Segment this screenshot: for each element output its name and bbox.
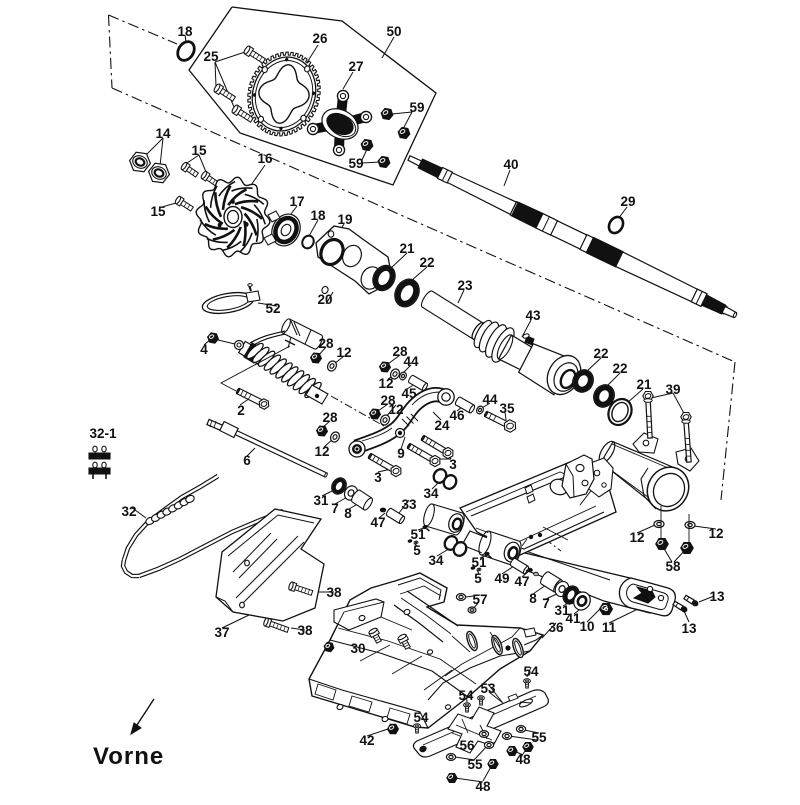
svg-text:54: 54 [413,710,429,725]
svg-text:25: 25 [203,49,219,64]
svg-text:6: 6 [243,453,251,468]
svg-text:9: 9 [397,446,405,461]
svg-text:39: 39 [665,382,680,397]
svg-text:50: 50 [386,24,401,39]
svg-text:32: 32 [121,504,136,519]
svg-text:22: 22 [419,255,434,270]
svg-text:44: 44 [403,354,419,369]
svg-text:48: 48 [475,779,491,794]
svg-text:Vorne: Vorne [93,743,164,770]
svg-text:54: 54 [458,688,474,703]
svg-text:45: 45 [401,386,417,401]
svg-text:48: 48 [515,752,531,767]
svg-text:5: 5 [413,543,421,558]
svg-text:40: 40 [503,157,518,172]
svg-text:59: 59 [409,100,424,115]
svg-text:22: 22 [612,361,627,376]
svg-text:13: 13 [709,589,725,604]
svg-text:3: 3 [374,470,382,485]
svg-text:55: 55 [467,757,483,772]
svg-text:52: 52 [265,301,280,316]
svg-text:51: 51 [471,555,487,570]
svg-text:28: 28 [322,410,338,425]
svg-text:14: 14 [155,126,171,141]
svg-text:4: 4 [200,342,208,357]
svg-text:29: 29 [620,194,635,209]
svg-text:33: 33 [401,497,417,512]
svg-text:47: 47 [514,574,529,589]
svg-text:58: 58 [665,559,681,574]
svg-text:21: 21 [636,377,652,392]
svg-text:56: 56 [459,738,475,753]
svg-text:26: 26 [312,31,328,46]
svg-text:31: 31 [313,493,329,508]
svg-text:31: 31 [554,603,570,618]
svg-text:23: 23 [457,278,473,293]
svg-text:53: 53 [480,681,496,696]
svg-text:38: 38 [297,623,313,638]
svg-text:35: 35 [499,401,515,416]
svg-text:20: 20 [317,292,332,307]
svg-text:18: 18 [177,24,193,39]
svg-text:55: 55 [531,730,547,745]
svg-text:28: 28 [392,344,408,359]
svg-text:30: 30 [350,641,365,656]
svg-text:17: 17 [289,194,304,209]
svg-text:38: 38 [326,585,342,600]
svg-text:37: 37 [214,625,229,640]
svg-text:8: 8 [529,591,537,606]
svg-text:49: 49 [494,571,509,586]
svg-text:54: 54 [523,664,539,679]
svg-text:2: 2 [237,403,245,418]
svg-text:42: 42 [359,733,374,748]
svg-text:12: 12 [629,530,644,545]
svg-text:41: 41 [565,611,581,626]
svg-text:12: 12 [314,444,329,459]
svg-text:44: 44 [482,392,498,407]
svg-text:34: 34 [428,553,444,568]
svg-text:57: 57 [472,592,487,607]
svg-text:12: 12 [336,345,351,360]
svg-text:7: 7 [331,501,339,516]
svg-text:11: 11 [602,620,617,635]
svg-text:28: 28 [318,336,334,351]
svg-text:12: 12 [708,526,723,541]
svg-text:24: 24 [434,418,450,433]
svg-text:36: 36 [548,620,564,635]
svg-text:18: 18 [310,208,326,223]
svg-text:12: 12 [388,402,403,417]
svg-text:51: 51 [410,527,426,542]
svg-text:43: 43 [525,308,541,323]
svg-text:46: 46 [449,408,465,423]
svg-text:10: 10 [579,619,594,634]
svg-text:13: 13 [681,621,697,636]
svg-text:34: 34 [423,486,439,501]
svg-text:7: 7 [542,596,550,611]
svg-text:19: 19 [337,212,352,227]
svg-text:21: 21 [399,241,415,256]
svg-text:59: 59 [348,156,363,171]
svg-text:16: 16 [257,151,273,166]
svg-text:12: 12 [378,376,393,391]
svg-text:8: 8 [344,506,352,521]
svg-text:22: 22 [593,346,608,361]
svg-text:27: 27 [348,59,363,74]
svg-text:15: 15 [191,143,207,158]
svg-text:32-1: 32-1 [89,426,117,441]
svg-text:28: 28 [380,393,396,408]
svg-text:15: 15 [150,204,166,219]
svg-text:47: 47 [370,515,385,530]
svg-text:3: 3 [449,457,457,472]
svg-text:5: 5 [474,571,482,586]
